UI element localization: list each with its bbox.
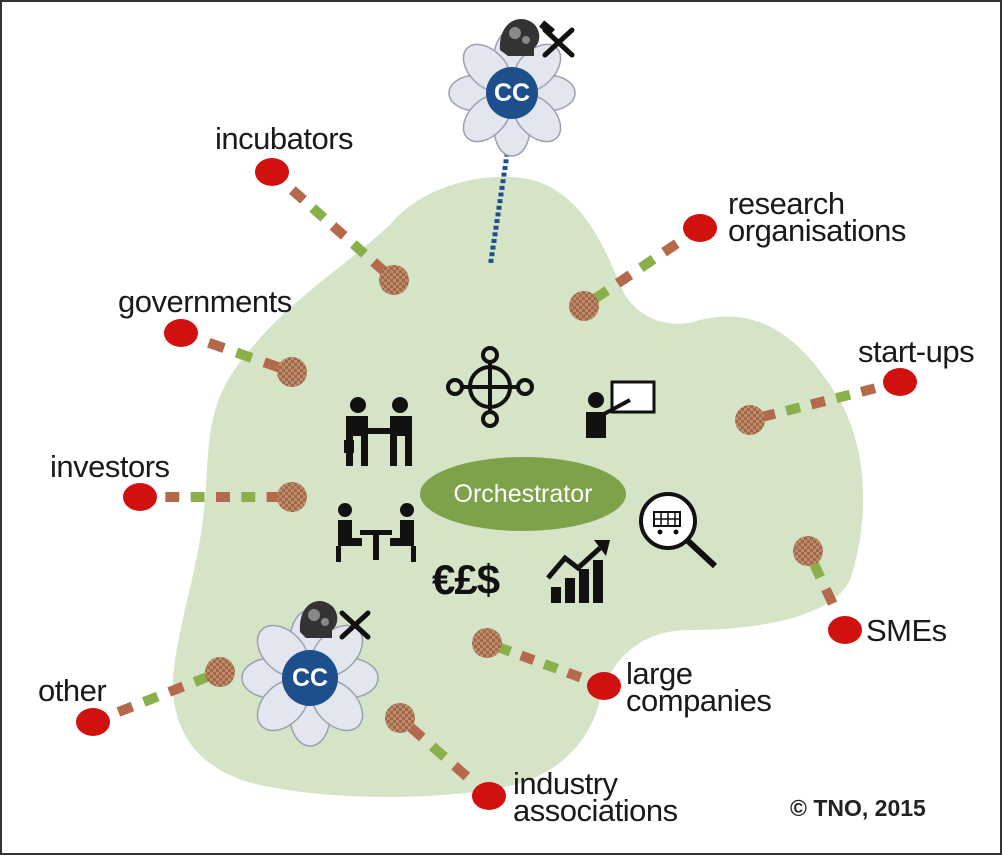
connector-lines — [76, 119, 917, 810]
label-investors: investors — [50, 449, 170, 484]
connector-dash-other — [141, 691, 160, 707]
cc-dotted-link — [494, 219, 500, 224]
label-smes: SMEs — [866, 613, 947, 648]
label-large-companies: large companies — [626, 656, 772, 718]
presenter-icon — [586, 380, 656, 438]
head-gears-icon — [299, 601, 338, 638]
cc-dotted-link — [496, 205, 502, 210]
cc-dotted-link — [490, 245, 496, 250]
connector-dash-governments — [207, 338, 226, 353]
head-gears-icon — [499, 19, 540, 56]
endpoint-node-governments — [164, 319, 198, 347]
cc-dotted-link — [488, 258, 494, 263]
connector-dash-startups — [785, 402, 802, 416]
network-hub-icon — [446, 346, 534, 428]
hub-node-governments — [277, 357, 307, 387]
connector-dash-incubators — [289, 186, 307, 204]
connector-dash-other — [167, 681, 186, 697]
connector-dash-incubators — [350, 240, 368, 258]
connector-dash-research — [591, 286, 610, 304]
connector-dash-research — [638, 255, 657, 272]
cc-dotted-link — [501, 172, 507, 177]
endpoint-node-investors — [123, 483, 157, 511]
label-governments: governments — [118, 284, 292, 319]
shopping-cart-search-icon — [639, 492, 718, 569]
currency-symbols: €£$ — [432, 556, 500, 603]
hub-node-smes — [793, 536, 823, 566]
label-large-line2: companies — [626, 683, 772, 718]
endpoint-node-industry — [472, 782, 506, 810]
hub-node-industry — [385, 703, 415, 733]
hub-node-large — [472, 628, 502, 658]
copyright-notice: © TNO, 2015 — [790, 795, 926, 821]
label-industry-line2: associations — [513, 793, 678, 828]
hub-node-research — [569, 291, 599, 321]
connector-dash-governments — [262, 357, 282, 373]
endpoint-node-research — [683, 214, 717, 242]
connector-dash-smes — [809, 560, 825, 580]
growth-chart-icon — [546, 540, 610, 603]
connector-dash-startups — [810, 396, 827, 410]
cc-dotted-link — [497, 199, 503, 204]
cc-bottom-label: CC — [291, 664, 329, 692]
cc-dotted-link — [492, 232, 498, 237]
hub-node-incubators — [379, 265, 409, 295]
meeting-table-icon — [336, 503, 416, 562]
label-industry-associations: industry associations — [513, 766, 678, 828]
cc-dotted-link — [493, 225, 499, 230]
endpoint-node-other — [76, 708, 110, 736]
label-research-line1: research — [728, 186, 845, 221]
hub-node-investors — [277, 482, 307, 512]
label-industry-line1: industry — [513, 766, 618, 801]
connector-dash-large — [542, 659, 559, 674]
connector-dash-industry — [451, 762, 471, 781]
cc-dotted-link — [499, 185, 505, 190]
connector-dash-research — [614, 270, 634, 288]
connector-dash-incubators — [329, 222, 348, 240]
orchestrator-oval — [420, 457, 626, 531]
cc-dotted-link — [491, 238, 497, 243]
connector-dash-startups — [835, 389, 852, 403]
connector-dash-other — [116, 701, 135, 717]
connector-dash-research — [661, 239, 680, 257]
cc-dotted-link — [495, 212, 501, 217]
connector-dash-startups — [860, 383, 877, 397]
connector-dash-governments — [234, 347, 254, 363]
label-large-line1: large — [626, 656, 693, 691]
cc-dotted-link — [502, 165, 508, 170]
label-incubators: incubators — [215, 121, 354, 156]
handshake-icon — [344, 397, 412, 466]
cc-dotted-link — [500, 179, 506, 184]
endpoint-node-large — [587, 672, 621, 700]
hub-node-startups — [735, 405, 765, 435]
hammer-wrench-icon — [539, 20, 575, 58]
connector-dash-industry — [428, 742, 448, 761]
connector-dash-large — [519, 650, 536, 665]
connector-dash-large — [566, 667, 583, 683]
label-research-line2: organisations — [728, 213, 906, 248]
cc-dotted-link — [498, 192, 504, 197]
cc-dotted-link — [503, 159, 509, 164]
label-start-ups: start-ups — [858, 334, 975, 369]
hammer-wrench-icon — [339, 610, 371, 640]
connector-dash-smes — [821, 587, 838, 606]
cc-top-label: CC — [493, 79, 531, 107]
hub-node-other — [205, 657, 235, 687]
endpoint-node-startups — [883, 368, 917, 396]
connector-dash-incubators — [309, 204, 328, 222]
label-research-organisations: research organisations — [728, 186, 906, 248]
endpoint-node-smes — [828, 616, 862, 644]
orchestrator-label: Orchestrator — [453, 480, 593, 508]
connector-dash-industry — [406, 723, 426, 742]
cc-dotted-link — [489, 252, 495, 257]
endpoint-node-incubators — [255, 158, 289, 186]
label-other: other — [38, 673, 107, 708]
